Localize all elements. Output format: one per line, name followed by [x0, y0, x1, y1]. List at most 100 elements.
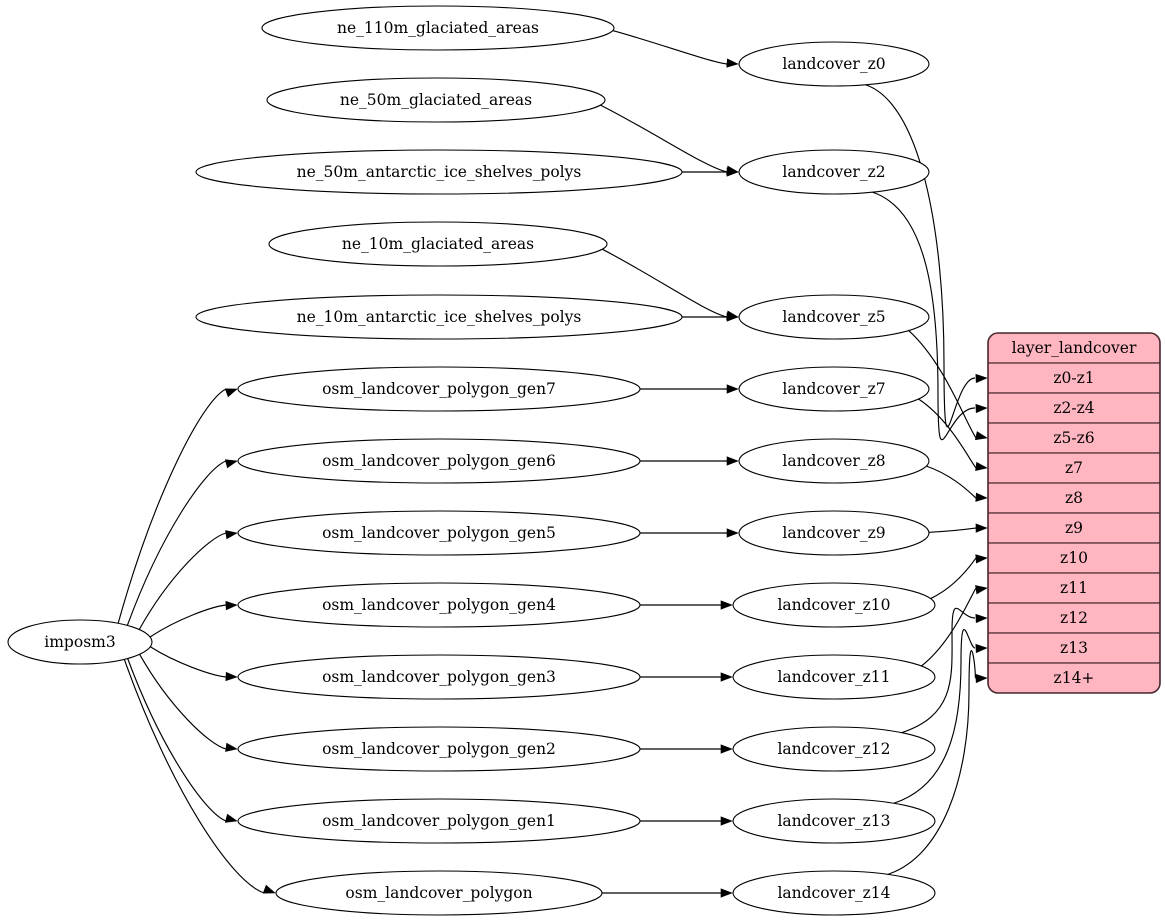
arrow-head [975, 643, 988, 654]
node-landcover_z2[interactable]: landcover_z2 [738, 149, 930, 195]
edge-line [123, 659, 265, 894]
edge-line [918, 398, 977, 469]
arrow-head [726, 384, 739, 394]
edge-osm_landcover_polygon--to--landcover_z14 [602, 888, 733, 898]
edge-osm_landcover_polygon_gen4--to--landcover_z10 [640, 600, 733, 610]
arrow-head [726, 312, 739, 322]
node-ellipse-landcover_z7 [738, 366, 930, 412]
arrow-head [975, 373, 988, 384]
edge-imposm3--to--osm_landcover_polygon_gen2 [139, 654, 238, 752]
node-landcover_z11[interactable]: landcover_z11 [732, 654, 936, 700]
nodes-layer: ne_110m_glaciated_areas ne_50m_glaciated_… [7, 5, 936, 916]
arrow-head [224, 813, 238, 823]
node-ellipse-landcover_z11 [732, 654, 936, 700]
node-ne_50m_glaciated_areas[interactable]: ne_50m_glaciated_areas [266, 77, 606, 123]
node-ne_50m_antarctic_ice_shelves_polys[interactable]: ne_50m_antarctic_ice_shelves_polys [195, 149, 683, 195]
edge-imposm3--to--osm_landcover_polygon_gen4 [149, 600, 238, 638]
node-landcover_z5[interactable]: landcover_z5 [738, 294, 930, 340]
edge-ne_110m_glaciated_areas--to--landcover_z0 [612, 30, 739, 68]
table-row-z14+[interactable] [988, 662, 1160, 693]
table-row-z12[interactable] [988, 602, 1160, 634]
arrow-head [975, 585, 988, 595]
node-landcover_z7[interactable]: landcover_z7 [738, 366, 930, 412]
arrow-head [720, 744, 733, 754]
edge-osm_landcover_polygon_gen7--to--landcover_z7 [640, 384, 739, 394]
node-osm_landcover_polygon_gen2[interactable]: osm_landcover_polygon_gen2 [237, 726, 641, 772]
node-ellipse-landcover_z12 [732, 726, 936, 772]
arrow-head [720, 672, 733, 682]
edge-line [601, 248, 728, 318]
node-osm_landcover_polygon_gen7[interactable]: osm_landcover_polygon_gen7 [237, 366, 641, 412]
edge-line [139, 654, 227, 750]
edges-layer [117, 30, 988, 898]
edge-ne_10m_antarctic_ice_shelves_polys--to--landcover_z5 [682, 312, 739, 322]
edge-landcover_z7--to--layer_landcover:z7 [918, 398, 988, 472]
table-row-z13[interactable] [988, 632, 1160, 664]
arrow-head [720, 816, 733, 826]
table-row-z0-z1[interactable] [988, 362, 1160, 394]
arrow-head [726, 167, 739, 177]
edge-line [893, 629, 976, 804]
edge-landcover_z11--to--layer_landcover:z11 [921, 585, 988, 667]
table-row-z10[interactable] [988, 542, 1160, 574]
node-imposm3[interactable]: imposm3 [7, 619, 153, 665]
arrow-head [720, 888, 733, 898]
edge-line [928, 527, 977, 533]
arrow-head [225, 671, 238, 682]
table-row-z11[interactable] [988, 572, 1160, 604]
edge-imposm3--to--osm_landcover_polygon_gen7 [117, 388, 238, 624]
node-ellipse-osm_landcover_polygon_gen2 [237, 726, 641, 772]
edge-landcover_z12--to--layer_landcover:z12 [901, 607, 988, 734]
node-landcover_z9[interactable]: landcover_z9 [738, 510, 930, 556]
edge-imposm3--to--osm_landcover_polygon_gen5 [138, 530, 238, 630]
table-row-z2-z4[interactable] [988, 392, 1160, 424]
edge-osm_landcover_polygon_gen2--to--landcover_z12 [640, 744, 733, 754]
edge-osm_landcover_polygon_gen5--to--landcover_z9 [640, 528, 739, 538]
layer-landcover-table[interactable]: layer_landcoverz0-z1z2-z4z5-z6z7z8z9z10z… [987, 332, 1161, 694]
node-landcover_z14[interactable]: landcover_z14 [732, 870, 936, 916]
table-row-z9[interactable] [988, 512, 1160, 544]
table-header-cell [988, 333, 1160, 364]
edge-line [930, 557, 977, 600]
table-row-z8[interactable] [988, 482, 1160, 514]
edge-landcover_z13--to--layer_landcover:z13 [893, 629, 988, 804]
node-ellipse-osm_landcover_polygon [275, 870, 603, 916]
arrow-head [726, 528, 739, 538]
node-ellipse-osm_landcover_polygon_gen6 [237, 438, 641, 484]
table-row-z5-z6[interactable] [988, 422, 1160, 454]
edge-imposm3--to--osm_landcover_polygon_gen1 [127, 658, 238, 823]
arrow-head [262, 884, 276, 894]
edge-osm_landcover_polygon_gen1--to--landcover_z13 [640, 816, 733, 826]
node-osm_landcover_polygon_gen6[interactable]: osm_landcover_polygon_gen6 [237, 438, 641, 484]
node-osm_landcover_polygon_gen3[interactable]: osm_landcover_polygon_gen3 [237, 654, 641, 700]
edge-osm_landcover_polygon_gen6--to--landcover_z8 [640, 456, 739, 466]
node-osm_landcover_polygon_gen4[interactable]: osm_landcover_polygon_gen4 [237, 582, 641, 628]
node-ne_10m_glaciated_areas[interactable]: ne_10m_glaciated_areas [268, 221, 608, 267]
table-row-z7[interactable] [988, 452, 1160, 484]
edge-line [908, 330, 977, 439]
node-landcover_z10[interactable]: landcover_z10 [732, 582, 936, 628]
node-ellipse-landcover_z14 [732, 870, 936, 916]
node-ne_110m_glaciated_areas[interactable]: ne_110m_glaciated_areas [261, 5, 615, 51]
arrow-head [975, 613, 988, 624]
node-landcover_z13[interactable]: landcover_z13 [732, 798, 936, 844]
node-landcover_z8[interactable]: landcover_z8 [738, 438, 930, 484]
edge-ne_50m_antarctic_ice_shelves_polys--to--landcover_z2 [682, 167, 739, 177]
edge-line [149, 604, 227, 638]
edge-line [865, 84, 976, 428]
edge-line [126, 460, 227, 626]
node-ellipse-osm_landcover_polygon_gen3 [237, 654, 641, 700]
edge-line [921, 587, 977, 667]
node-osm_landcover_polygon_gen5[interactable]: osm_landcover_polygon_gen5 [237, 510, 641, 556]
node-osm_landcover_polygon[interactable]: osm_landcover_polygon [275, 870, 603, 916]
edge-landcover_z14--to--layer_landcover:z14+ [887, 650, 988, 875]
node-ellipse-osm_landcover_polygon_gen1 [237, 798, 641, 844]
node-ne_10m_antarctic_ice_shelves_polys[interactable]: ne_10m_antarctic_ice_shelves_polys [195, 294, 683, 340]
node-landcover_z12[interactable]: landcover_z12 [732, 726, 936, 772]
node-landcover_z0[interactable]: landcover_z0 [738, 41, 930, 87]
arrow-head [975, 523, 988, 533]
node-ellipse-ne_10m_antarctic_ice_shelves_polys [195, 294, 683, 340]
node-osm_landcover_polygon_gen1[interactable]: osm_landcover_polygon_gen1 [237, 798, 641, 844]
